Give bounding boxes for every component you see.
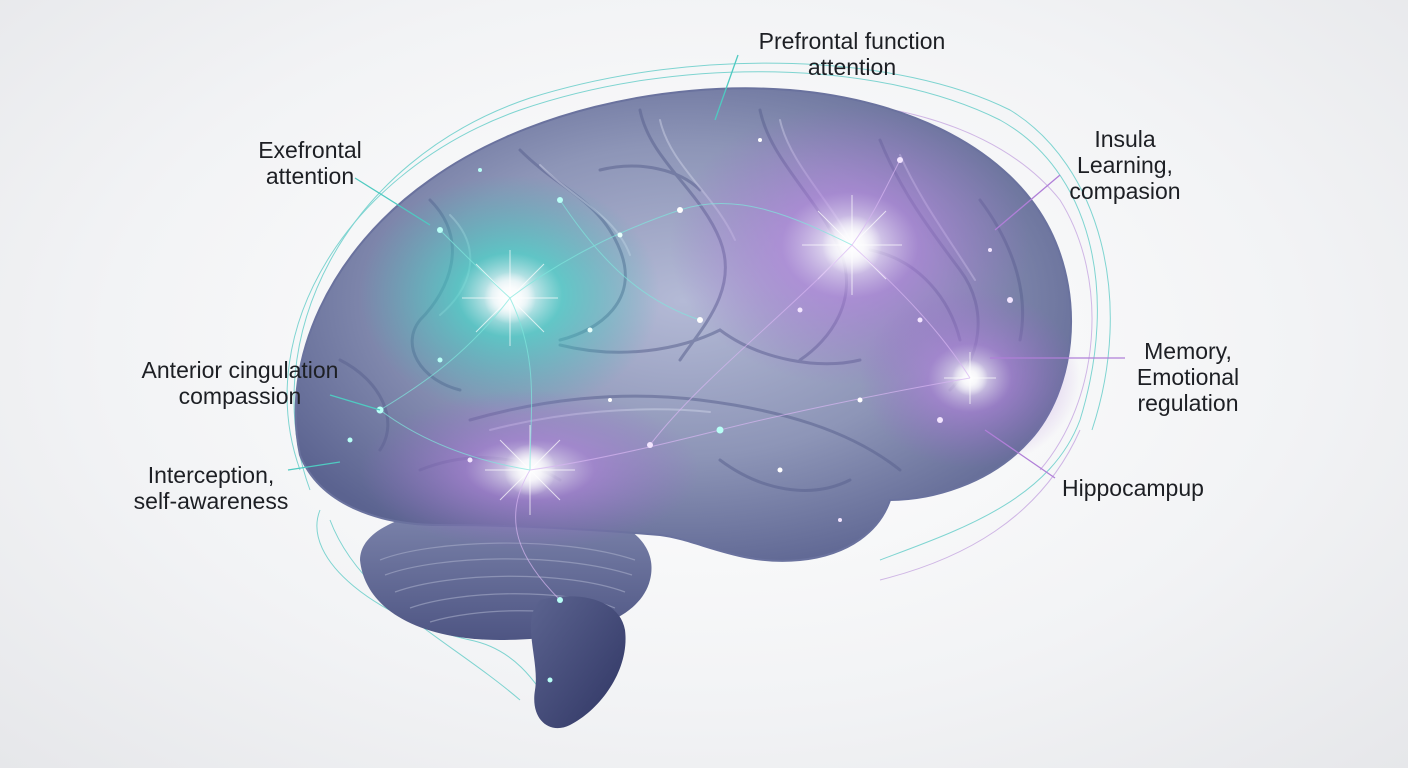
label-insula-line3: compasion <box>1069 178 1181 204</box>
label-interoception-line1: Interception, <box>147 462 275 488</box>
label-prefrontal: Prefrontal function attention <box>745 28 959 80</box>
leader-anterior <box>329 394 381 411</box>
label-insula: Insula Learning, compasion <box>1055 126 1195 204</box>
label-memory-line2: Emotional <box>1136 364 1240 390</box>
brainstem <box>530 596 626 729</box>
label-exefrontal: Exefrontal attention <box>240 137 380 189</box>
leader-hippocampus <box>984 429 1056 479</box>
label-memory-line1: Memory, <box>1144 338 1232 364</box>
label-prefrontal-line1: Prefrontal function <box>758 28 946 54</box>
leader-prefrontal <box>714 54 739 121</box>
leader-exefrontal <box>354 177 431 226</box>
neural-nodes <box>347 138 1013 683</box>
label-insula-line1: Insula <box>1094 126 1156 152</box>
label-anterior-line2: compassion <box>178 383 302 409</box>
label-anterior-cingulate: Anterior cingulation compassion <box>126 357 354 409</box>
label-exefrontal-line2: attention <box>265 163 355 189</box>
label-hippocampus-line1: Hippocampup <box>1062 475 1204 501</box>
label-insula-line2: Learning, <box>1077 152 1173 178</box>
label-interoception: Interception, self-awareness <box>122 462 300 514</box>
label-anterior-line1: Anterior cingulation <box>141 357 339 383</box>
label-exefrontal-line1: Exefrontal <box>258 137 362 163</box>
leader-lines <box>287 54 1125 479</box>
label-memory: Memory, Emotional regulation <box>1118 338 1258 416</box>
leader-interoception <box>287 461 341 471</box>
label-prefrontal-line2: attention <box>807 54 897 80</box>
leader-insula <box>994 174 1061 231</box>
label-interoception-line2: self-awareness <box>133 488 289 514</box>
label-memory-line3: regulation <box>1137 390 1239 416</box>
label-hippocampus: Hippocampup <box>1062 475 1232 501</box>
